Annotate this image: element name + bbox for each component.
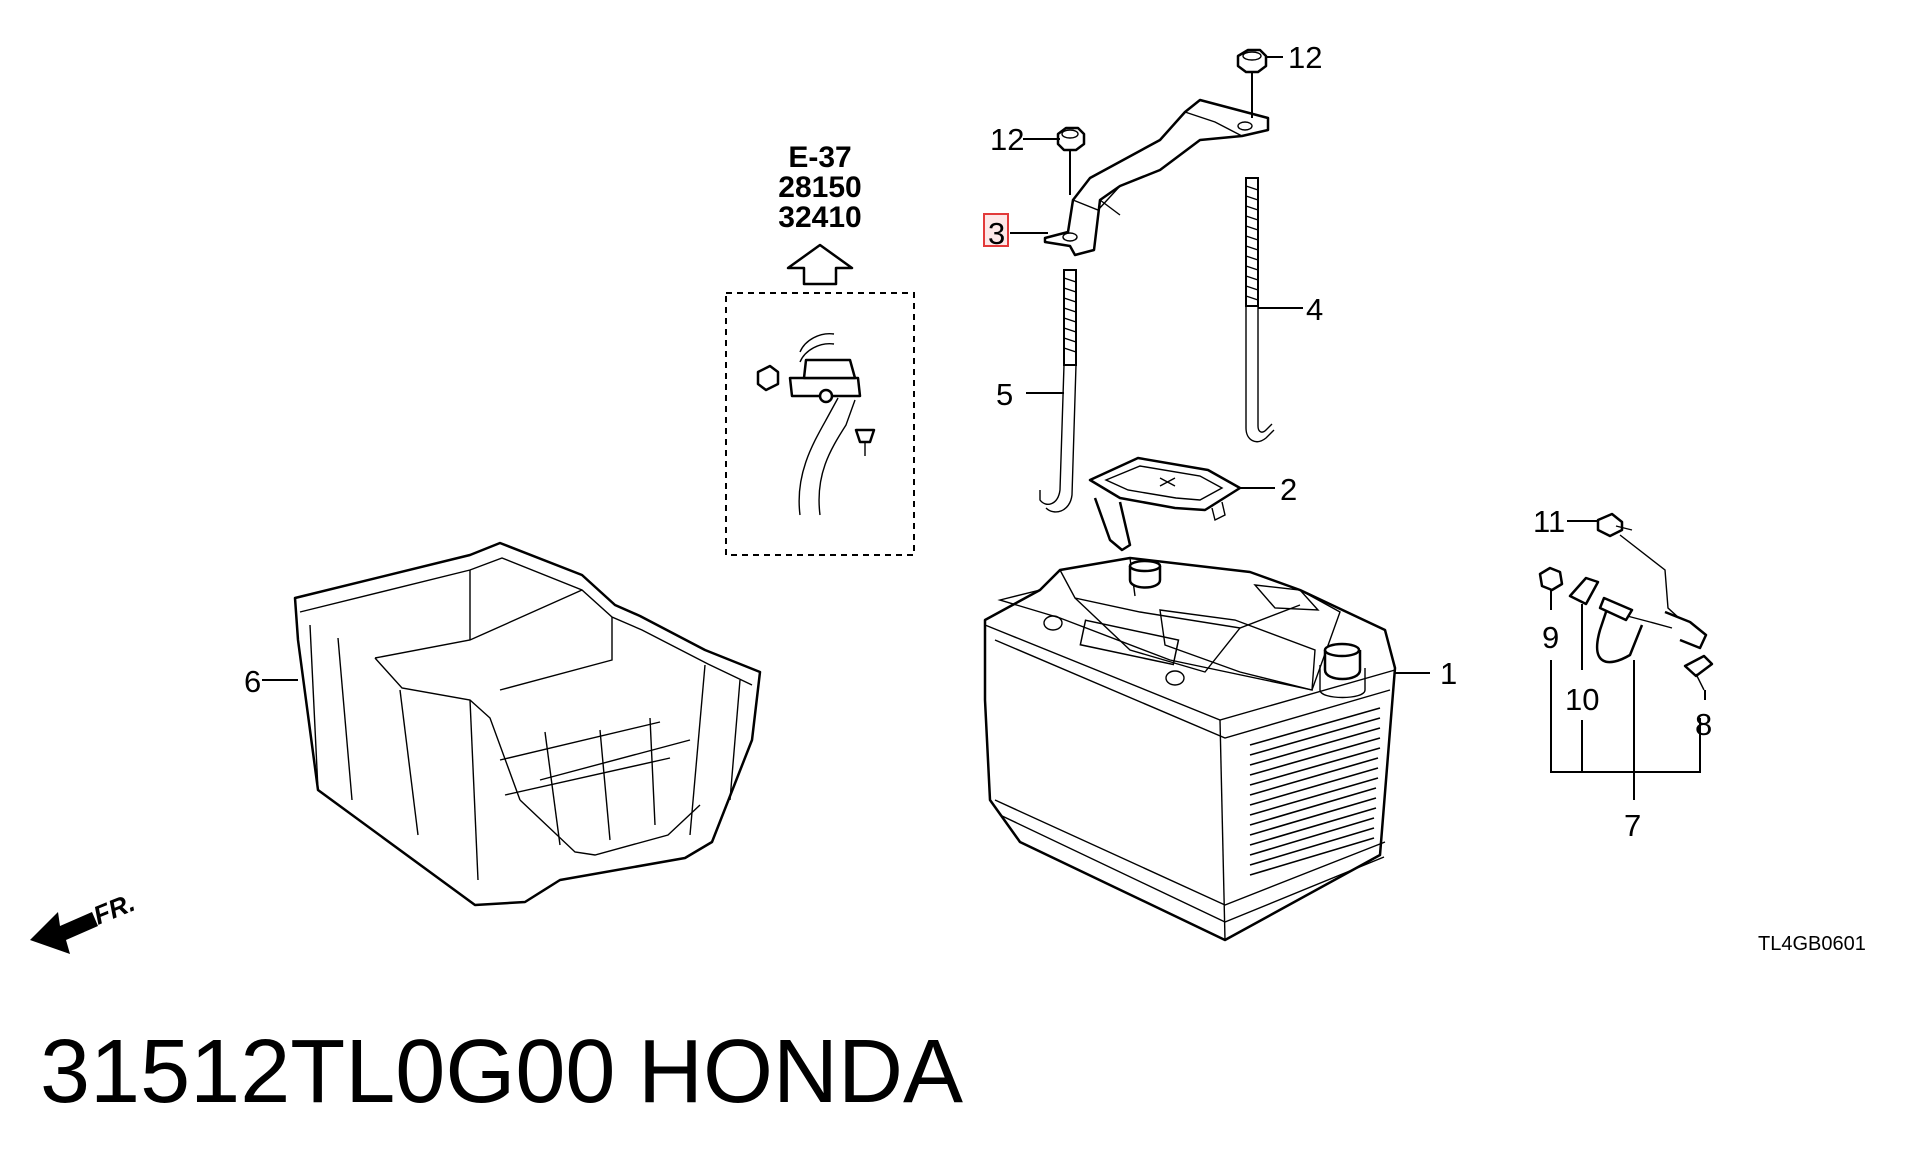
washer-plate[interactable] (1568, 576, 1600, 606)
battery-hold-down-bracket[interactable] (1043, 98, 1270, 257)
callout-6[interactable]: 6 (244, 664, 261, 699)
reference-arrow-icon (786, 243, 854, 286)
battery-side-grille (1249, 707, 1381, 876)
callout-10[interactable]: 10 (1565, 682, 1599, 717)
battery[interactable] (983, 556, 1397, 942)
callout-3[interactable]: 3 (988, 216, 1005, 251)
leader-lines (262, 56, 1706, 800)
reference-group[interactable]: E-37 28150 32410 (725, 141, 915, 556)
front-arrow-icon (30, 912, 98, 954)
brand-caption: HONDA (638, 1022, 963, 1122)
callout-12-upper[interactable]: 12 (1288, 40, 1322, 75)
small-nut[interactable] (1538, 566, 1564, 592)
terminal-cable-detail (756, 333, 876, 516)
callout-1[interactable]: 1 (1440, 656, 1457, 691)
reference-line-2: 28150 (778, 171, 861, 204)
battery-setting-bolt-short[interactable] (1039, 269, 1077, 513)
flange-screw[interactable] (1683, 654, 1714, 691)
callout-4[interactable]: 4 (1306, 292, 1323, 327)
callouts: 12 12 3 4 5 2 1 6 11 9 10 8 7 (244, 40, 1712, 843)
reference-line-1: E-37 (788, 141, 851, 174)
flange-nut-upper-right[interactable] (1236, 48, 1268, 118)
callout-highlight-box (983, 213, 1009, 247)
callout-5[interactable]: 5 (996, 377, 1013, 412)
ground-bolt[interactable] (1596, 512, 1633, 538)
callout-12-lower[interactable]: 12 (990, 122, 1024, 157)
part-number-caption: 31512TL0G00 (40, 1022, 615, 1122)
callout-11[interactable]: 11 (1533, 504, 1565, 539)
ground-cable[interactable] (1595, 534, 1708, 664)
callout-8[interactable]: 8 (1695, 707, 1712, 742)
front-direction-indicator: FR. (30, 887, 139, 954)
terminal-cover[interactable] (1088, 456, 1242, 552)
battery-setting-bolt-long[interactable] (1245, 177, 1275, 443)
callout-2[interactable]: 2 (1280, 472, 1297, 507)
flange-nut-upper-left[interactable] (1056, 126, 1086, 195)
reference-detail-box (725, 292, 915, 556)
battery-tray[interactable] (293, 541, 762, 907)
callout-7[interactable]: 7 (1624, 808, 1641, 843)
drawing-code: TL4GB0601 (1758, 933, 1866, 955)
callout-9[interactable]: 9 (1542, 620, 1559, 655)
reference-line-3: 32410 (778, 201, 861, 234)
